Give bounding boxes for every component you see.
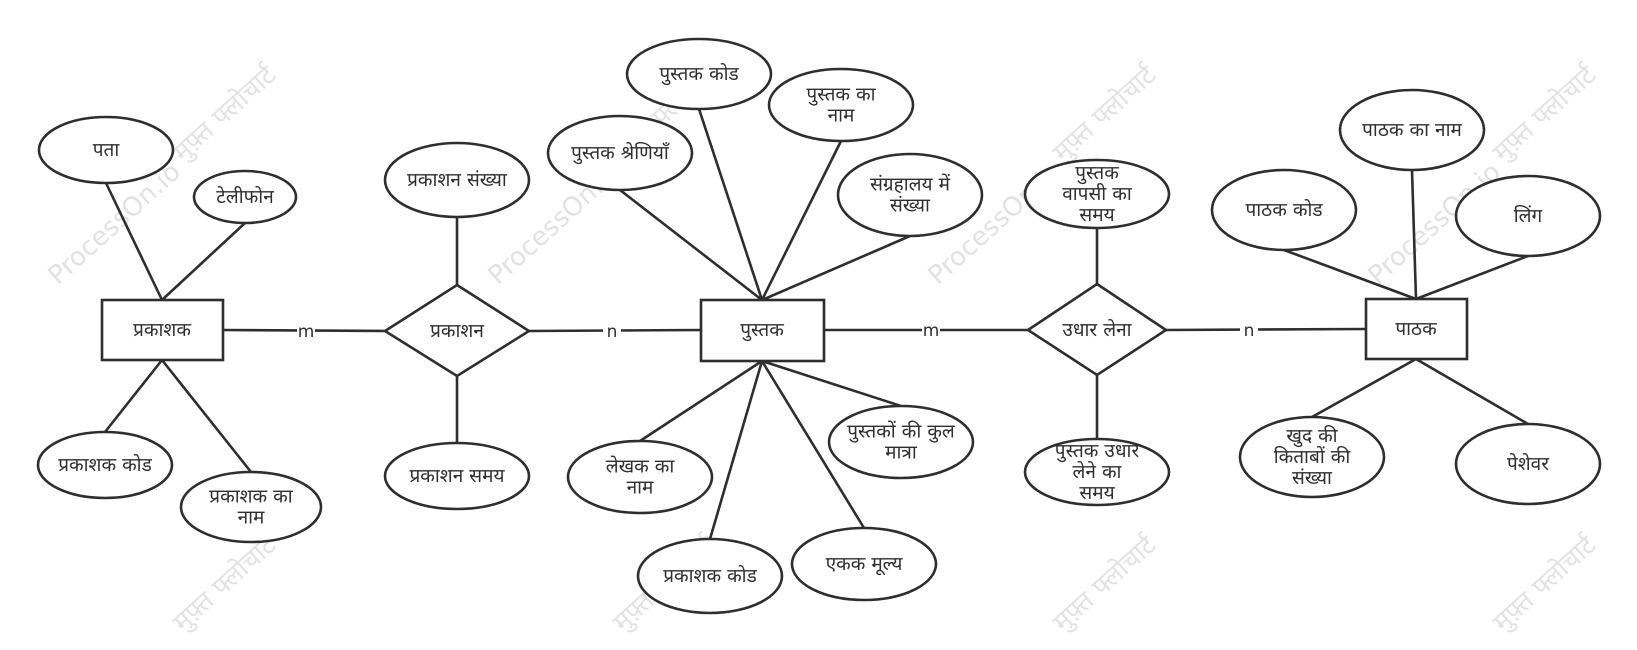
- conn-book-publisher-code: [708, 360, 764, 540]
- svg-text:m: m: [298, 322, 315, 342]
- svg-text:एकक मूल्य: एकक मूल्य: [826, 553, 904, 576]
- attribute-unit-price[interactable]: एकक मूल्य: [790, 526, 938, 602]
- svg-text:प्रकाशक: प्रकाशक: [133, 319, 191, 341]
- watermark-caption: मुफ़्त फ्लोचार्ट: [1487, 59, 1603, 168]
- svg-text:पाठक: पाठक: [1395, 318, 1437, 340]
- svg-text:m: m: [923, 321, 940, 341]
- connector-layer: [103, 108, 1529, 540]
- relationship-publish[interactable]: प्रकाशन: [382, 283, 532, 378]
- svg-text:पुस्तक कानाम: पुस्तक कानाम: [806, 84, 876, 127]
- cardinality-layer: m n m n: [297, 321, 1258, 342]
- svg-text:पाठक का नाम: पाठक का नाम: [1362, 119, 1462, 141]
- node-layer: प्रकाशक पुस्तक पाठक प्रकाशन उधार लेना पत…: [36, 37, 1602, 615]
- cardinality-publish-book: n: [603, 322, 621, 342]
- entity-reader[interactable]: पाठक: [1364, 297, 1469, 361]
- svg-text:n: n: [607, 322, 618, 342]
- watermark-caption: मुफ़्त फ्लोचार्ट: [1047, 529, 1163, 638]
- svg-text:प्रकाशक कोड: प्रकाशक कोड: [58, 453, 152, 476]
- svg-text:प्रकाशक कोड: प्रकाशक कोड: [663, 564, 757, 587]
- svg-text:n: n: [1244, 321, 1255, 341]
- attribute-reader-code[interactable]: पाठक कोड: [1210, 168, 1358, 252]
- watermark-caption: मुफ़्त फ्लोचार्ट: [167, 529, 283, 638]
- svg-text:पुस्तक उधारलेने कासमय: पुस्तक उधारलेने कासमय: [1055, 440, 1141, 504]
- attribute-book-name[interactable]: पुस्तक कानाम: [767, 67, 915, 143]
- conn-book-total: [761, 359, 902, 408]
- attribute-borrowed-count[interactable]: खुद कीकिताबों कीसंख्या: [1238, 415, 1386, 499]
- svg-text:पेशेवर: पेशेवर: [1507, 452, 1550, 475]
- cardinality-book-borrow: m: [922, 321, 940, 341]
- conn-borrow-reader: [1165, 327, 1367, 332]
- watermark-caption: मुफ़्त फ्लोचार्ट: [1487, 529, 1603, 638]
- attribute-author-name[interactable]: लेखक कानाम: [566, 439, 714, 515]
- svg-text:संग्रहालय मेंसंख्या: संग्रहालय मेंसंख्या: [870, 173, 951, 217]
- conn-publisher-telephone: [161, 222, 246, 301]
- conn-book-code: [697, 108, 764, 301]
- conn-book-author: [639, 359, 763, 443]
- conn-publisher-address: [104, 182, 164, 301]
- conn-reader-count: [1311, 357, 1417, 419]
- svg-text:पता: पता: [93, 139, 121, 161]
- cardinality-publisher-publish: m: [297, 322, 315, 342]
- svg-text:पुस्तक: पुस्तक: [740, 319, 784, 342]
- svg-text:पुस्तकों की कुलमात्रा: पुस्तकों की कुलमात्रा: [847, 420, 956, 464]
- svg-text:पुस्तक कोड: पुस्तक कोड: [659, 62, 739, 86]
- attribute-library-quantity[interactable]: संग्रहालय मेंसंख्या: [836, 152, 984, 238]
- svg-text:खुद कीकिताबों कीसंख्या: खुद कीकिताबों कीसंख्या: [1274, 424, 1352, 489]
- conn-book-library: [761, 234, 911, 302]
- entity-book[interactable]: पुस्तक: [699, 298, 826, 363]
- relationship-borrow[interactable]: उधार लेना: [1025, 282, 1169, 377]
- attribute-gender[interactable]: लिंग: [1454, 174, 1602, 258]
- attribute-book-publisher-code[interactable]: प्रकाशक कोड: [636, 537, 784, 615]
- attribute-publish-time[interactable]: प्रकाशन समय: [383, 441, 531, 511]
- watermark-caption: मुफ़्त फ्लोचार्ट: [167, 59, 283, 168]
- svg-text:प्रकाशन संख्या: प्रकाशन संख्या: [407, 169, 508, 191]
- svg-text:प्रकाशक कानाम: प्रकाशक कानाम: [209, 486, 293, 529]
- attribute-book-code[interactable]: पुस्तक कोड: [625, 37, 773, 111]
- attribute-publisher-code[interactable]: प्रकाशक कोड: [36, 430, 174, 500]
- conn-book-unit-price: [760, 360, 866, 529]
- attribute-reader-name[interactable]: पाठक का नाम: [1338, 88, 1486, 172]
- svg-text:पुस्तकवापसी कासमय: पुस्तकवापसी कासमय: [1062, 162, 1133, 226]
- conn-reader-code: [1283, 248, 1417, 301]
- svg-text:प्रकाशन: प्रकाशन: [430, 320, 484, 342]
- conn-reader-occupation: [1415, 357, 1529, 426]
- attribute-occupation[interactable]: पेशेवर: [1454, 422, 1602, 506]
- attribute-publish-quantity[interactable]: प्रकाशन संख्या: [383, 141, 531, 219]
- conn-publisher-code: [103, 359, 164, 433]
- conn-reader-gender: [1415, 254, 1529, 301]
- conn-reader-name: [1410, 169, 1418, 300]
- svg-text:प्रकाशन समय: प्रकाशन समय: [409, 465, 505, 487]
- svg-text:लेखक कानाम: लेखक कानाम: [606, 455, 676, 499]
- attribute-telephone[interactable]: टेलीफोन: [192, 169, 298, 225]
- cardinality-borrow-reader: n: [1240, 321, 1258, 341]
- svg-text:लिंग: लिंग: [1514, 204, 1543, 227]
- svg-text:पाठक कोड: पाठक कोड: [1245, 198, 1323, 221]
- attribute-publisher-name[interactable]: प्रकाशक कानाम: [179, 470, 323, 544]
- conn-book-category: [619, 188, 763, 302]
- attribute-book-category[interactable]: पुस्तक श्रेणियाँ: [546, 114, 694, 192]
- entity-publisher[interactable]: प्रकाशक: [100, 298, 225, 362]
- attribute-address[interactable]: पता: [37, 115, 175, 185]
- svg-text:पुस्तक श्रेणियाँ: पुस्तक श्रेणियाँ: [571, 141, 670, 165]
- conn-book-name: [760, 140, 843, 301]
- svg-text:उधार लेना: उधार लेना: [1062, 318, 1132, 341]
- watermark-caption: मुफ़्त फ्लोचार्ट: [1047, 59, 1163, 168]
- conn-publisher-name: [160, 359, 253, 473]
- svg-text:टेलीफोन: टेलीफोन: [216, 185, 274, 208]
